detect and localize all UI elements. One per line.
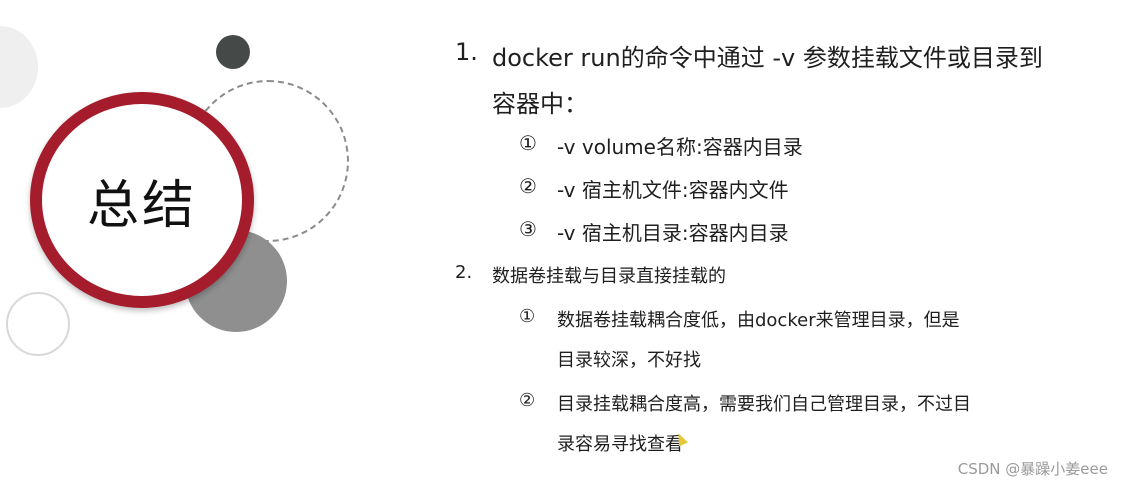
item-2-number: 2.	[455, 262, 473, 283]
item-2-sub-2-line-1: 目录挂载耦合度高，需要我们自己管理目录，不过目	[557, 394, 971, 415]
decorative-outline-circle	[6, 292, 70, 356]
item-2-sub-2-marker: ②	[519, 390, 536, 411]
item-1-number: 1.	[455, 38, 478, 66]
item-1-sub-2-text: -v 宿主机文件:容器内文件	[557, 178, 789, 202]
decorative-dark-dot	[216, 35, 250, 69]
item-1-sub-3-marker: ③	[519, 217, 537, 241]
item-2-sub-1-line-2: 目录较深，不好找	[557, 350, 701, 371]
item-1-sub-1-marker: ①	[519, 131, 537, 155]
item-1-sub-1-text: -v volume名称:容器内目录	[557, 135, 803, 159]
decorative-light-circle	[0, 26, 38, 108]
item-2-sub-2-line-2: 录容易寻找查看	[557, 434, 683, 455]
item-1-line-2: 容器中：	[492, 90, 588, 118]
item-2-sub-1-line-1: 数据卷挂载耦合度低，由docker来管理目录，但是	[557, 310, 960, 331]
item-1-sub-2-marker: ②	[519, 174, 537, 198]
item-2-line-1: 数据卷挂载与目录直接挂载的	[492, 266, 726, 287]
item-1-sub-3-text: -v 宿主机目录:容器内目录	[557, 221, 789, 245]
item-2-sub-1-marker: ①	[519, 306, 536, 327]
item-1-line-1: docker run的命令中通过 -v 参数挂载文件或目录到	[492, 44, 1043, 72]
summary-ring: 总结	[30, 92, 254, 308]
watermark: CSDN @暴躁小姜eee	[957, 460, 1108, 478]
summary-title: 总结	[86, 175, 197, 236]
